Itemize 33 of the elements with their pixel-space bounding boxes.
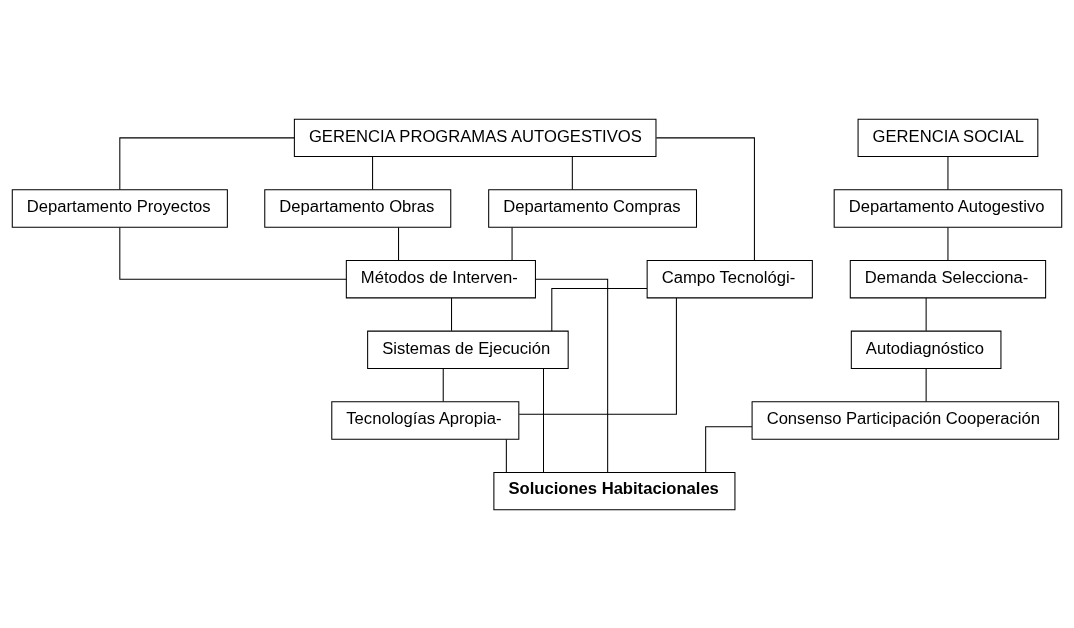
node-box: Tecnologías Apropia-	[331, 400, 520, 440]
node-box: Soluciones Habitacionales	[493, 471, 736, 510]
connector	[451, 297, 453, 331]
node-box: Demanda Selecciona-	[849, 259, 1047, 298]
connector	[655, 136, 755, 261]
node-box: Sistemas de Ejecución	[367, 330, 569, 369]
node-box: Departamento Proyectos	[11, 188, 228, 228]
connector	[947, 226, 949, 261]
connector	[511, 226, 513, 261]
connector	[518, 296, 677, 415]
connector	[505, 438, 507, 473]
connector	[372, 155, 374, 190]
connector	[534, 278, 609, 473]
node-box: Métodos de Interven-	[345, 259, 536, 298]
node-box: Campo Tecnológi-	[646, 259, 813, 298]
node-box: Consenso Participación Cooperación	[751, 400, 1060, 440]
connector	[925, 297, 927, 331]
node-box: GERENCIA SOCIAL	[857, 118, 1039, 157]
node-box: Departamento Obras	[264, 188, 452, 228]
connector	[542, 367, 544, 473]
connector	[551, 287, 648, 332]
connector	[705, 425, 753, 473]
node-box: GERENCIA PROGRAMAS AUTOGESTIVOS	[293, 118, 657, 157]
connector	[119, 226, 347, 280]
node-box: Autodiagnóstico	[850, 330, 1002, 369]
connector	[119, 136, 295, 190]
connector	[925, 367, 927, 402]
connector	[398, 226, 400, 261]
connector	[442, 367, 444, 402]
connector	[571, 155, 573, 190]
connector	[947, 155, 949, 190]
node-box: Departamento Compras	[488, 188, 697, 228]
node-box: Departamento Autogestivo	[833, 188, 1063, 228]
